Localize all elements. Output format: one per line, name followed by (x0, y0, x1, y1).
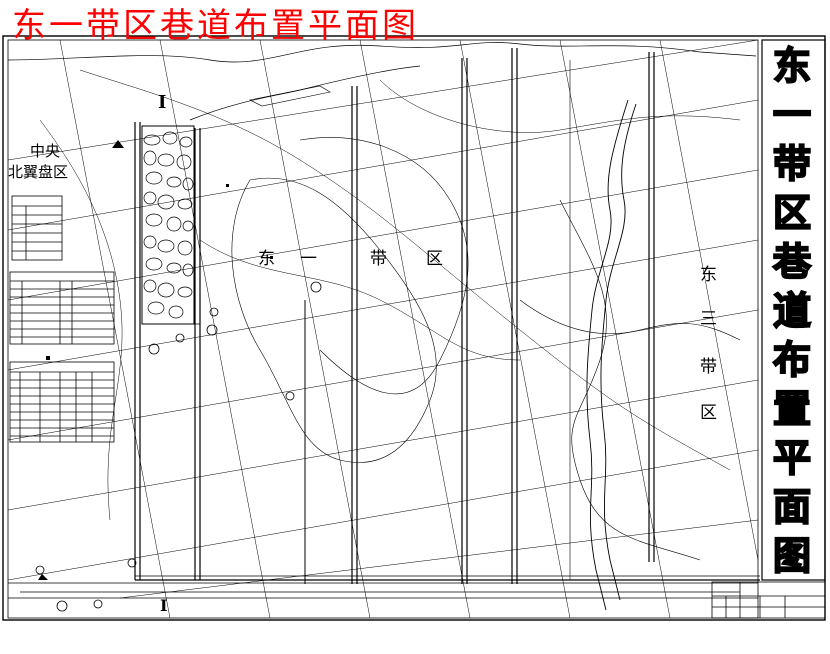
district-label-char: 东 (258, 249, 275, 269)
section-mark-top: I (158, 92, 167, 113)
east3-label-char: 三 (700, 309, 717, 329)
district-label-char: 一 (300, 249, 317, 269)
page-title: 东一带区巷道布置平面图 (12, 6, 419, 46)
side-title-char: 平 (772, 434, 812, 481)
east3-label-char: 区 (700, 403, 717, 423)
district-label-char: 区 (426, 249, 443, 269)
side-title-char: 布 (772, 336, 812, 383)
adjacent-area-label-line2: 北翼盘区 (8, 163, 69, 181)
side-title-char: 巷 (772, 238, 812, 285)
section-mark-bottom: I (160, 596, 168, 615)
side-title-char: 面 (772, 483, 812, 530)
side-title-char: 置 (772, 385, 812, 432)
adjacent-area-label-line1: 中央 (30, 142, 61, 160)
district-label-char: 带 (370, 249, 387, 269)
east3-label-char: 东 (700, 265, 717, 285)
side-title-char: 东 (772, 42, 812, 89)
side-title-char: 带 (772, 140, 812, 187)
east3-label-char: 带 (700, 357, 717, 377)
side-title-char: 一 (772, 91, 812, 138)
side-title-char: 区 (772, 189, 812, 236)
side-title-char: 道 (772, 287, 812, 334)
side-title: 东 一 带 区 巷 道 布 置 平 面 图 (762, 42, 822, 580)
side-title-char: 图 (772, 532, 812, 579)
